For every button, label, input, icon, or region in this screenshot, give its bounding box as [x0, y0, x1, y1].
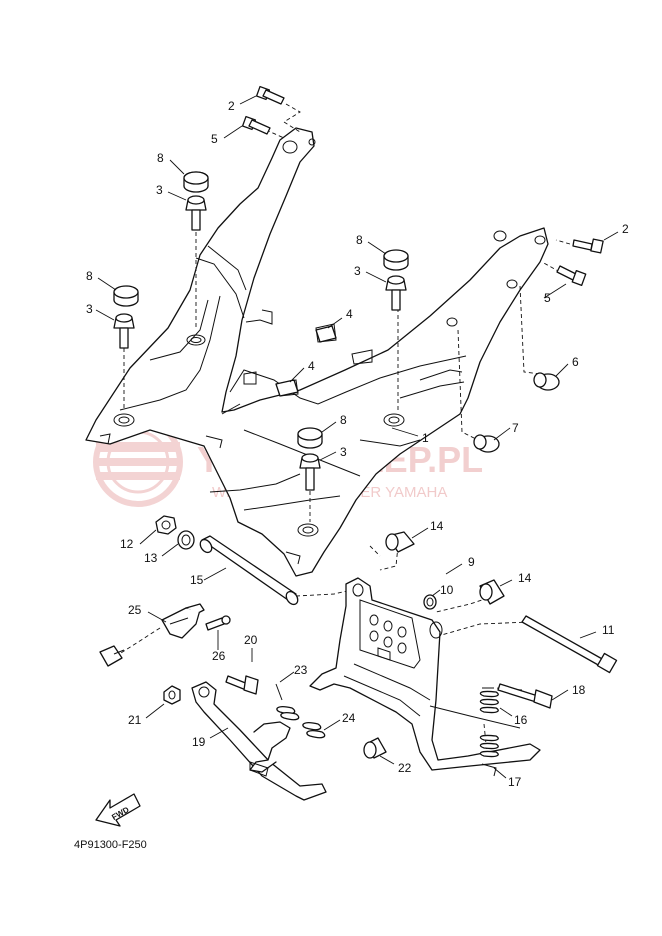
- bushing-part-22: [363, 737, 387, 759]
- callout-9: 9: [468, 555, 475, 569]
- spring-part-23: [275, 683, 300, 721]
- callout-8-c: 8: [356, 233, 363, 247]
- grommet-part-8-c: [383, 249, 409, 271]
- callout-8-a: 8: [157, 151, 164, 165]
- screw-part-3-d: [299, 453, 321, 491]
- screw-part-3-c: [385, 275, 407, 311]
- bolt-part-2-right: [572, 238, 604, 254]
- clip-part-4-a: [315, 325, 337, 343]
- callout-8-d: 8: [340, 413, 347, 427]
- callout-19: 19: [192, 735, 206, 749]
- cap-part-6: [533, 372, 560, 391]
- callout-18: 18: [572, 683, 586, 697]
- main-stand-part-9: [309, 577, 541, 771]
- callout-3-a: 3: [156, 183, 163, 197]
- side-cover-part-1: [85, 127, 549, 577]
- grommet-part-8-b: [113, 285, 139, 307]
- diagram-code: 4P91300-F250: [74, 839, 147, 851]
- callout-8-b: 8: [86, 269, 93, 283]
- callout-11: 11: [602, 623, 615, 637]
- screw-part-3-a: [185, 195, 207, 231]
- callout-25: 25: [128, 603, 142, 617]
- callout-1: 1: [422, 431, 429, 445]
- bushing-part-14-b: [479, 579, 505, 605]
- callout-17: 17: [508, 775, 522, 789]
- callout-6: 6: [572, 355, 579, 369]
- bolt-part-11: [521, 615, 618, 674]
- grommet-part-8-d: [297, 427, 323, 449]
- screw-part-3-b: [113, 313, 135, 349]
- callout-10: 10: [440, 583, 454, 597]
- grommet-part-8-a: [183, 171, 209, 193]
- shaft-part-15: [199, 535, 299, 606]
- callout-14-b: 14: [518, 571, 532, 585]
- callout-23: 23: [294, 663, 308, 677]
- fwd-arrow: FWD: [95, 793, 141, 827]
- callout-26: 26: [212, 649, 226, 663]
- callout-4-a: 4: [346, 307, 353, 321]
- callout-4-b: 4: [308, 359, 315, 373]
- bolt-part-5-right: [556, 265, 587, 286]
- callout-13: 13: [144, 551, 158, 565]
- callout-21: 21: [128, 713, 142, 727]
- bolt-part-20: [225, 675, 259, 695]
- bolt-part-5-top: [241, 115, 271, 135]
- callout-5-top: 5: [211, 132, 218, 146]
- nut-part-21: [163, 685, 181, 705]
- spring-part-17: [479, 734, 499, 777]
- callout-12: 12: [120, 537, 134, 551]
- callout-3-b: 3: [86, 302, 93, 316]
- screw-part-26: [205, 615, 231, 631]
- callout-labels: 2 5 8 3 8 3 8 3 4 4 2 5 6 7 8 3 1 12 13 …: [86, 99, 629, 789]
- nut-part-12: [155, 515, 177, 535]
- bushing-part-14-a: [385, 531, 415, 553]
- collar-part-10: [423, 594, 437, 610]
- callout-7: 7: [512, 421, 519, 435]
- fasteners: [113, 85, 604, 491]
- callout-3-c: 3: [354, 264, 361, 278]
- stand-assembly: [99, 515, 618, 801]
- bolt-part-18: [497, 683, 553, 709]
- callout-15: 15: [190, 573, 204, 587]
- spring-part-24: [302, 722, 326, 739]
- callout-20: 20: [244, 633, 258, 647]
- spring-part-16: [479, 687, 499, 714]
- side-stand-part-19: [191, 681, 327, 801]
- callout-3-d: 3: [340, 445, 347, 459]
- callout-22: 22: [398, 761, 412, 775]
- callout-5-right: 5: [544, 291, 551, 305]
- callout-leaders: [95, 95, 619, 779]
- washer-part-13: [177, 530, 195, 550]
- callout-16: 16: [514, 713, 528, 727]
- bolt-part-2-top: [255, 85, 285, 105]
- callout-2-top: 2: [228, 99, 235, 113]
- callout-2-right: 2: [622, 222, 629, 236]
- callout-14-a: 14: [430, 519, 444, 533]
- callout-24: 24: [342, 711, 356, 725]
- clip-part-4-b: [275, 379, 299, 397]
- cap-part-7: [473, 434, 500, 453]
- switch-part-25: [99, 603, 205, 667]
